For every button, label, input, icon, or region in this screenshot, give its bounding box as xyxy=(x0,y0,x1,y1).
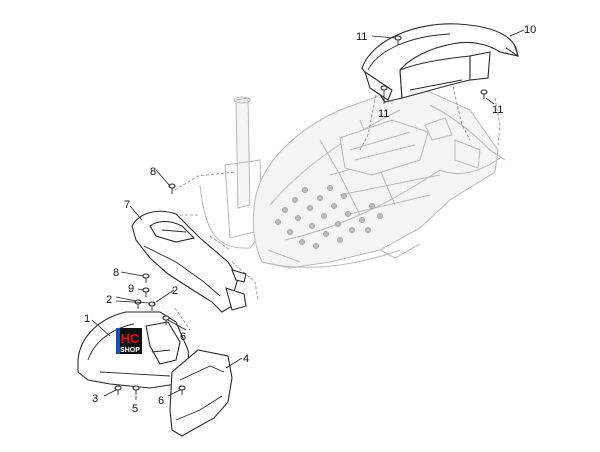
callout-4: 4 xyxy=(243,353,249,365)
screw-6-lower xyxy=(178,385,186,395)
screw-3 xyxy=(114,385,122,395)
callout-10: 10 xyxy=(524,24,536,36)
screw-6-upper xyxy=(162,315,170,325)
screw-9 xyxy=(142,287,150,297)
callout-2-right: 2 xyxy=(172,285,178,297)
callout-5: 5 xyxy=(132,403,138,415)
callout-11-left: 11 xyxy=(378,108,389,120)
screw-8-upper xyxy=(168,183,176,194)
callout-3: 3 xyxy=(92,393,98,405)
callout-8-upper: 8 xyxy=(150,166,156,178)
part-inner-shield-upper xyxy=(131,210,247,313)
screw-11-left xyxy=(380,85,388,95)
part-rear-mudguard xyxy=(361,23,519,103)
svg-text:HC: HC xyxy=(121,331,140,346)
leader-lines xyxy=(91,29,525,400)
callout-2-left: 2 xyxy=(106,294,112,306)
screw-8-lower xyxy=(142,273,150,283)
callout-6-lower: 6 xyxy=(158,395,164,407)
callout-11-top: 11 xyxy=(356,31,367,43)
hc-shop-logo: HC SHOP xyxy=(116,328,142,354)
svg-text:SHOP: SHOP xyxy=(120,347,140,354)
callout-8-lower: 8 xyxy=(113,267,119,279)
callout-9: 9 xyxy=(128,283,134,295)
screws xyxy=(114,35,488,395)
callout-6-upper: 6 xyxy=(180,331,186,343)
screw-5 xyxy=(132,385,140,395)
callout-7: 7 xyxy=(124,199,130,211)
frame-holes xyxy=(275,185,383,249)
scooter-frame-ghost xyxy=(199,89,506,269)
callout-labels: 11 10 11 11 8 7 8 9 2 2 1 6 4 6 3 5 xyxy=(84,24,536,415)
screw-11-right xyxy=(480,89,488,99)
callout-1: 1 xyxy=(84,313,90,325)
callout-11-right: 11 xyxy=(492,104,503,116)
screw-2-right xyxy=(148,301,156,311)
part-lower-cover xyxy=(169,349,233,437)
